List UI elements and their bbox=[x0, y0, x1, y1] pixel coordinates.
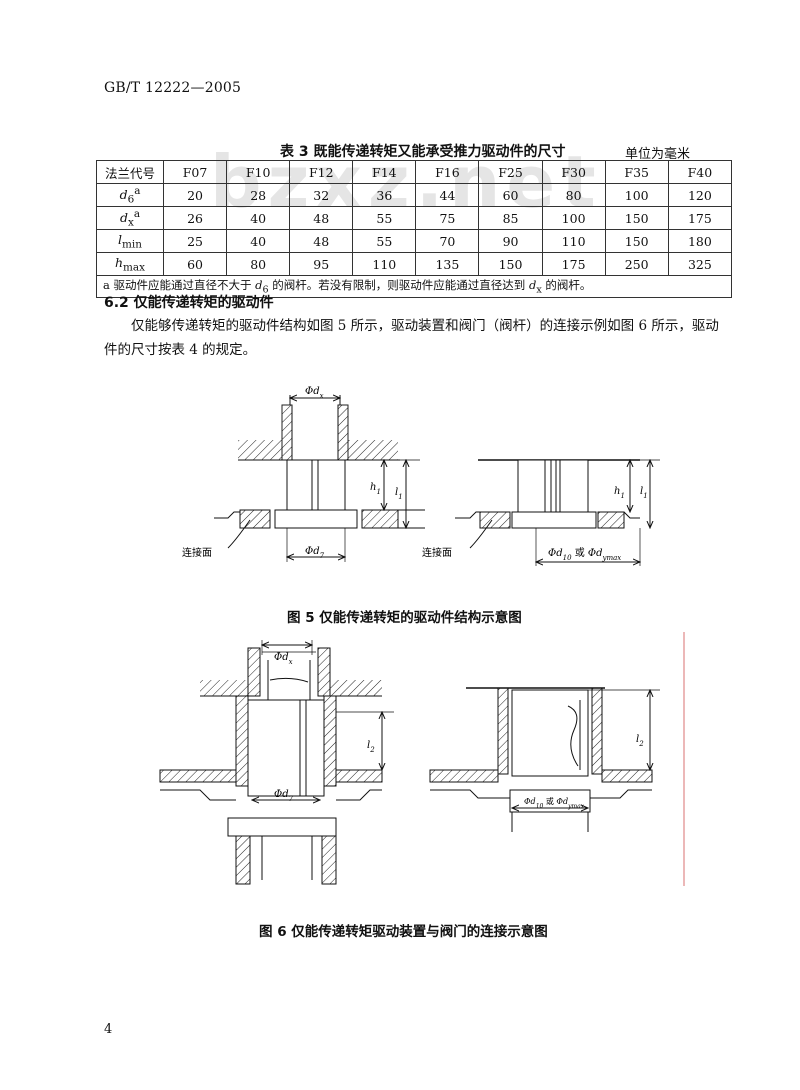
page-number: 4 bbox=[104, 1022, 113, 1037]
table-cell: 75 bbox=[415, 206, 480, 230]
table-3: 法兰代号 F07 F10 F12 F14 F16 F25 F30 F35 F40… bbox=[96, 160, 733, 298]
fig5-left-bottom-dim: Φd7 bbox=[305, 546, 325, 560]
table-cell: 55 bbox=[352, 229, 417, 253]
table-3-caption: 表 3 既能传递转矩又能承受推力驱动件的尺寸 bbox=[280, 144, 566, 160]
table-3-unit: 单位为毫米 bbox=[625, 147, 691, 162]
table-cell: 325 bbox=[667, 252, 733, 276]
fig5-right-bottom-dim: Φd10 或 Φdymax bbox=[548, 547, 621, 562]
section-heading: 6.2 仅能传递转矩的驱动件 bbox=[104, 295, 274, 311]
fig5-left-surface-label: 连接面 bbox=[182, 546, 212, 559]
column-header: F40 bbox=[667, 160, 733, 184]
table-footnote-row: a 驱动件应能通过直径不大于 d6 的阀杆。若没有限制，则驱动件应能通过直径达到… bbox=[96, 275, 732, 298]
section-paragraph: 仅能够传递转矩的驱动件结构如图 5 所示，驱动装置和阀门（阀杆）的连接示例如图 … bbox=[104, 318, 719, 358]
table-cell: 135 bbox=[415, 252, 480, 276]
figure-6-caption: 图 6 仅能传递转矩驱动装置与阀门的连接示意图 bbox=[259, 924, 548, 940]
column-header: 法兰代号 bbox=[96, 160, 164, 184]
document-header-id: GB/T 12222—2005 bbox=[104, 80, 242, 96]
table-cell: 40 bbox=[226, 206, 291, 230]
row-label: dxa bbox=[96, 206, 164, 230]
fig6-right-mid-dim: Φd10 或 Φdymax bbox=[524, 796, 585, 810]
table-footnote: a 驱动件应能通过直径不大于 d6 的阀杆。若没有限制，则驱动件应能通过直径达到… bbox=[96, 275, 732, 298]
table-cell: 32 bbox=[289, 183, 354, 207]
table-cell: 20 bbox=[162, 183, 228, 207]
column-header: F35 bbox=[604, 160, 669, 184]
fig6-left-top-dim: Φdx bbox=[274, 652, 293, 666]
table-cell: 95 bbox=[289, 252, 354, 276]
table-cell: 120 bbox=[667, 183, 733, 207]
fig6-left-mid-dim: Φd7 bbox=[274, 789, 294, 803]
column-header: F14 bbox=[352, 160, 417, 184]
figure-5-right-drawing bbox=[455, 460, 660, 566]
fig5-right-surface-label: 连接面 bbox=[422, 546, 452, 559]
figure-5-caption: 图 5 仅能传递转矩的驱动件结构示意图 bbox=[287, 610, 522, 626]
figure-5-left-drawing bbox=[214, 395, 425, 562]
fig5-left-h-label: h1 bbox=[370, 482, 381, 496]
column-header: F10 bbox=[226, 160, 291, 184]
table-cell: 48 bbox=[289, 206, 354, 230]
table-cell: 110 bbox=[541, 229, 606, 253]
fig5-right-h-label: h1 bbox=[614, 486, 625, 500]
table-row: d6a 20 28 32 36 44 60 80 100 120 bbox=[96, 183, 733, 207]
fig5-left-l-label: l1 bbox=[395, 487, 403, 501]
table-cell: 100 bbox=[604, 183, 669, 207]
figure-6-left-drawing bbox=[159, 640, 394, 885]
table-cell: 175 bbox=[667, 206, 733, 230]
table-row: dxa 26 40 48 55 75 85 100 150 175 bbox=[96, 206, 733, 230]
fig6-left-l-label: l2 bbox=[367, 740, 375, 754]
table-cell: 28 bbox=[226, 183, 291, 207]
table-cell: 26 bbox=[162, 206, 228, 230]
figure-6-right-drawing bbox=[429, 632, 685, 886]
fig5-right-l-label: l1 bbox=[640, 486, 648, 500]
fig6-right-l-label: l2 bbox=[636, 734, 644, 748]
table-cell: 25 bbox=[162, 229, 228, 253]
fig5-left-top-dim: Φdx bbox=[305, 386, 324, 400]
column-header: F12 bbox=[289, 160, 354, 184]
row-label: d6a bbox=[96, 183, 164, 207]
table-cell: 80 bbox=[541, 183, 606, 207]
